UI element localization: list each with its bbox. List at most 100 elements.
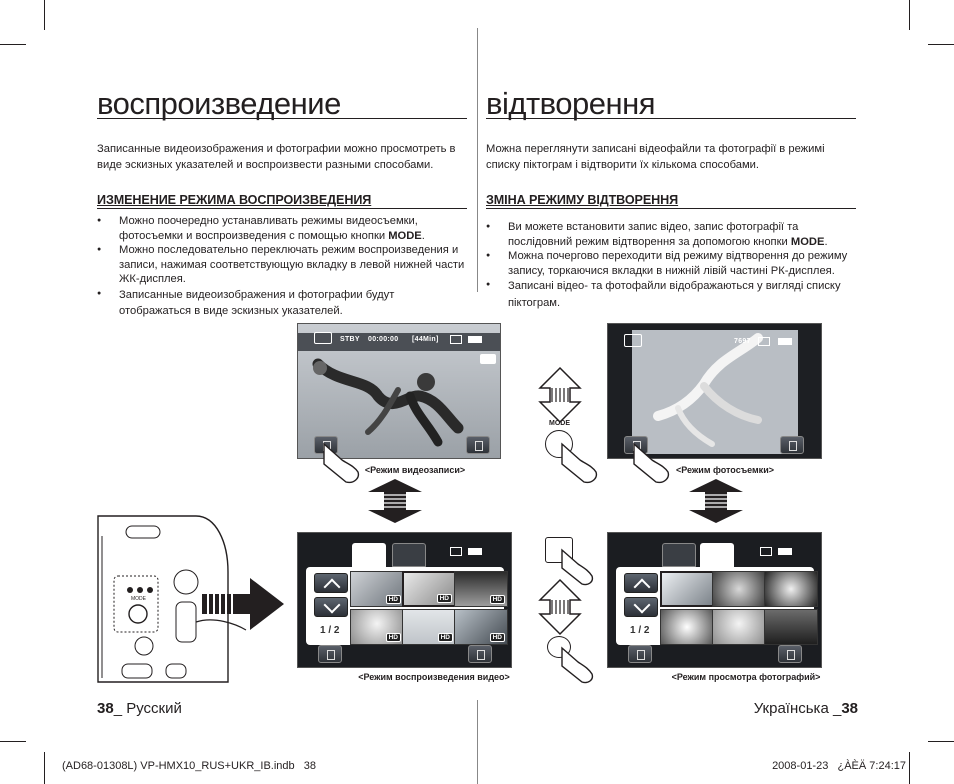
list-item-text: .	[421, 229, 425, 242]
list-item-text: Записанные видеоизображения и фотографии…	[119, 288, 395, 317]
camcorder-mode-label: MODE	[131, 596, 146, 602]
video-thumbnail[interactable]: HD	[350, 571, 404, 607]
hd-badge: HD	[437, 633, 453, 642]
status-label: STBY	[340, 336, 360, 343]
list-item-text: .	[824, 235, 828, 248]
print-timestamp: 2008-01-23 ¿ÀÈÄ 7:24:17	[772, 760, 906, 772]
video-playback-caption: <Режим воспроизведения видео>	[358, 672, 510, 682]
memory-icon	[450, 547, 462, 556]
mode-keyword: MODE	[790, 235, 825, 248]
photo-thumbnail[interactable]	[764, 609, 818, 645]
tab-photo[interactable]	[700, 543, 734, 567]
scroll-down-button[interactable]	[314, 597, 348, 617]
print-file-info: (AD68-01308L) VP-HMX10_RUS+UKR_IB.indb 3…	[62, 760, 317, 772]
memory-icon	[450, 335, 462, 344]
list-item-text: Можно поочередно устанавливать режимы ви…	[119, 215, 418, 242]
footer-left: 38_ Русский	[97, 700, 182, 717]
mode-label: MODE	[549, 420, 570, 427]
photo-view-screen: 1 / 2	[607, 532, 822, 668]
battery-icon	[468, 548, 482, 555]
video-thumbnail[interactable]: HD	[454, 609, 508, 645]
hd-badge: HD	[436, 594, 452, 603]
photo-thumbnail[interactable]	[660, 571, 714, 607]
hand-pointer-icon	[633, 442, 670, 484]
video-thumbnail[interactable]: HD	[454, 571, 508, 607]
menu-button[interactable]	[780, 436, 804, 454]
list-item: Можно последовательно переключать режим …	[97, 243, 467, 287]
hd-badge: HD	[489, 595, 505, 604]
section-rule	[486, 208, 856, 209]
scroll-up-button[interactable]	[624, 573, 658, 593]
photo-thumbnail[interactable]	[660, 609, 714, 645]
title-rule	[486, 118, 856, 119]
right-arrow-icon	[202, 578, 284, 630]
list-item: Записанные видеоизображения и фотографии…	[97, 287, 467, 319]
bullet-list-ru: Можно поочередно устанавливать режимы ви…	[97, 214, 467, 319]
photo-capture-caption: <Режим фотосъемки>	[676, 465, 774, 475]
record-tab-button[interactable]	[318, 645, 342, 663]
hand-pointer-icon	[561, 646, 594, 684]
tab-video[interactable]	[662, 543, 696, 567]
crop-mark	[909, 0, 910, 30]
footer-language: Українська _	[753, 700, 842, 717]
vertical-double-arrow-icon	[689, 479, 743, 523]
page-number: 38	[97, 700, 114, 717]
hand-pointer-icon	[561, 548, 594, 586]
menu-button[interactable]	[468, 645, 492, 663]
crop-mark	[928, 741, 954, 742]
photo-thumbnail[interactable]	[764, 571, 818, 607]
scroll-down-button[interactable]	[624, 597, 658, 617]
tab-video[interactable]	[352, 543, 386, 567]
page-title-uk: відтворення	[486, 86, 656, 121]
photo-view-caption: <Режим просмотра фотографий>	[671, 672, 821, 682]
menu-button[interactable]	[778, 645, 802, 663]
section-heading-ru: ИЗМЕНЕНИЕ РЕЖИМА ВОСПРОИЗВЕДЕНИЯ	[97, 193, 372, 207]
center-fold-line	[477, 700, 478, 784]
mode-keyword: MODE	[388, 229, 422, 242]
remaining-time: [44Min]	[412, 336, 439, 343]
page-title-ru: воспроизведение	[97, 86, 341, 121]
timecode: 00:00:00	[368, 336, 399, 343]
record-tab-button[interactable]	[628, 645, 652, 663]
hd-badge: HD	[385, 595, 401, 604]
video-thumbnail[interactable]: HD	[402, 609, 456, 645]
tab-photo[interactable]	[392, 543, 426, 567]
bullet-list-uk: Ви можете встановити запис відео, запис …	[486, 220, 856, 312]
double-arrow-icon	[538, 366, 582, 424]
list-item-text: Записані відео- та фотофайли відображают…	[508, 280, 841, 310]
seagull-photo	[608, 324, 821, 458]
crop-mark	[44, 0, 45, 30]
list-item-text: Ви можете встановити запис відео, запис …	[508, 221, 799, 248]
scroll-up-button[interactable]	[314, 573, 348, 593]
hd-badge: HD	[385, 633, 401, 642]
crop-mark	[928, 44, 954, 45]
photo-capture-screen: 7697	[607, 323, 822, 459]
page-indicator: 1 / 2	[630, 625, 650, 636]
camera-icon	[624, 334, 642, 347]
hand-pointer-icon	[561, 442, 598, 484]
battery-icon	[778, 338, 792, 345]
double-arrow-icon	[538, 578, 582, 636]
hd-quality-icon	[480, 354, 496, 364]
video-record-caption: <Режим видеозаписи>	[364, 465, 466, 475]
center-fold-line	[477, 28, 478, 292]
page-number: 38	[841, 700, 858, 717]
crop-mark	[0, 44, 26, 45]
list-item: Можно поочередно устанавливать режимы ви…	[97, 214, 467, 243]
video-thumbnail[interactable]: HD	[350, 609, 404, 645]
footer-right: Українська _38	[754, 700, 858, 717]
crop-mark	[909, 752, 910, 784]
intro-text-uk: Можна переглянути записані відеофайли та…	[486, 143, 825, 171]
list-item: Ви можете встановити запис відео, запис …	[486, 220, 856, 249]
battery-icon	[778, 548, 792, 555]
crop-mark	[44, 752, 45, 784]
title-rule	[97, 118, 467, 119]
crop-mark	[0, 741, 26, 742]
list-item: Записані відео- та фотофайли відображают…	[486, 278, 856, 312]
menu-button[interactable]	[466, 436, 490, 454]
video-thumbnail[interactable]: HD	[402, 571, 456, 607]
photo-thumbnail[interactable]	[712, 609, 766, 645]
video-playback-screen: 1 / 2 HD HD HD HD HD HD	[297, 532, 512, 668]
photo-thumbnail[interactable]	[712, 571, 766, 607]
section-heading-uk: ЗМІНА РЕЖИМУ ВІДТВОРЕННЯ	[486, 193, 679, 207]
